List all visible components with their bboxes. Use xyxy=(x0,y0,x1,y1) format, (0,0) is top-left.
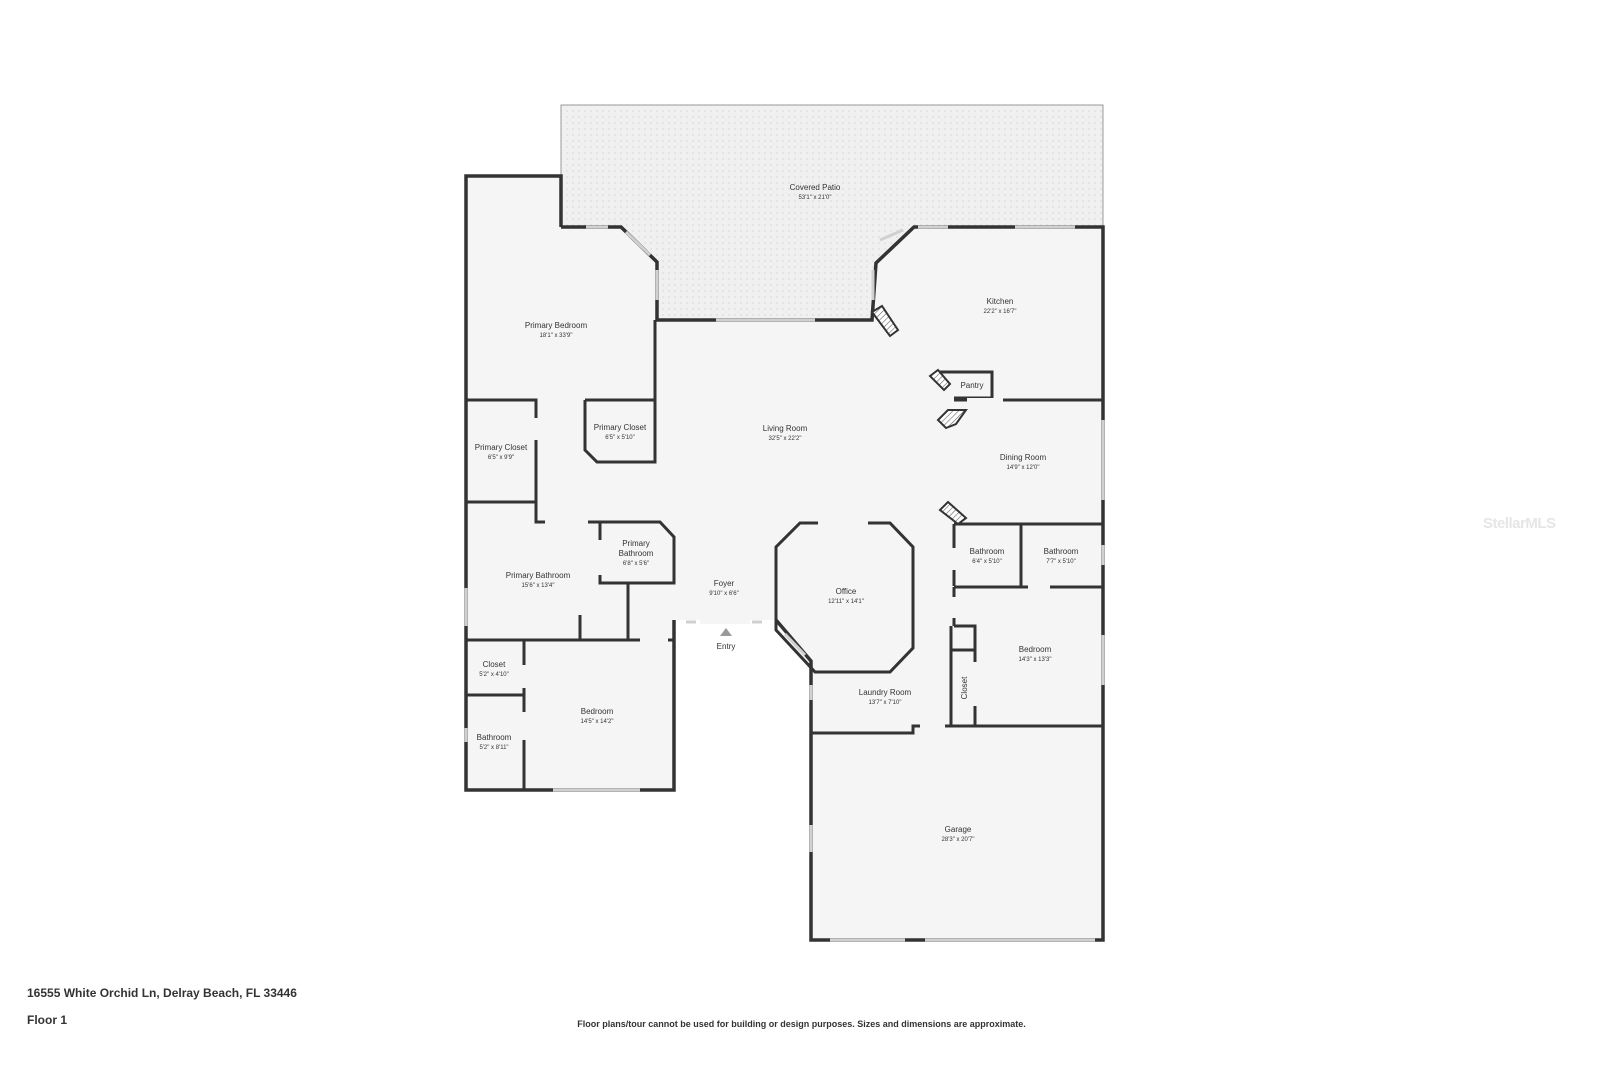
bathroom-left-name: Bathroom xyxy=(477,733,512,742)
room-labels: Covered Patio 53'1" x 21'0" Primary Bedr… xyxy=(475,183,1079,843)
office-dims: 12'11" x 14'1" xyxy=(828,599,864,605)
property-address: 16555 White Orchid Ln, Delray Beach, FL … xyxy=(27,986,297,1000)
disclaimer-line: Floor plans/tour cannot be used for buil… xyxy=(577,1019,1026,1029)
living-room-name: Living Room xyxy=(763,424,808,433)
closet-left-dims: 5'2" x 4'10" xyxy=(479,672,509,678)
office-name: Office xyxy=(836,587,857,596)
foyer-name: Foyer xyxy=(714,579,735,588)
primary-closet-left-name: Primary Closet xyxy=(475,443,528,452)
disclaimer-text: Floor plans/tour cannot be used for buil… xyxy=(0,1019,1600,1029)
bathroom-a-dims: 6'4" x 5'10" xyxy=(972,559,1002,565)
bedroom-right-dims: 14'3" x 13'3" xyxy=(1019,657,1052,663)
house-floor xyxy=(466,176,1103,940)
primary-bedroom-dims: 18'1" x 33'9" xyxy=(540,333,573,339)
kitchen-name: Kitchen xyxy=(987,297,1014,306)
primary-bathroom-small-dims: 6'8" x 5'6" xyxy=(623,561,649,567)
bathroom-b-name: Bathroom xyxy=(1044,547,1079,556)
bathroom-a-name: Bathroom xyxy=(970,547,1005,556)
covered-patio-name: Covered Patio xyxy=(790,183,841,192)
laundry-room-name: Laundry Room xyxy=(859,688,912,697)
entry-arrow-icon xyxy=(720,628,732,636)
bedroom-left-dims: 14'5" x 14'2" xyxy=(581,719,614,725)
covered-patio-dims: 53'1" x 21'0" xyxy=(799,195,832,201)
laundry-room-dims: 13'7" x 7'10" xyxy=(869,700,902,706)
floor-label: Floor 1 xyxy=(27,1013,68,1027)
watermark-logo: StellarMLS xyxy=(1483,515,1556,532)
windows xyxy=(464,225,1105,942)
primary-closet-left-dims: 6'5" x 9'9" xyxy=(488,455,514,461)
closet-right-name: Closet xyxy=(960,676,969,699)
living-room-dims: 32'5" x 22'2" xyxy=(769,436,802,442)
primary-bedroom-name: Primary Bedroom xyxy=(525,321,588,330)
interior-walls xyxy=(466,320,1103,790)
exterior-walls xyxy=(464,174,1105,942)
entry-label: Entry xyxy=(717,642,736,651)
primary-bathroom-name: Primary Bathroom xyxy=(506,571,571,580)
kitchen-dims: 22'2" x 16'7" xyxy=(984,309,1017,315)
bathroom-left-dims: 5'2" x 8'11" xyxy=(479,745,508,751)
structural-columns xyxy=(870,304,968,526)
primary-bathroom-small-name-1: Primary xyxy=(622,539,650,548)
primary-closet-right-dims: 6'5" x 5'10" xyxy=(605,435,635,441)
dining-room-dims: 14'9" x 12'0" xyxy=(1007,465,1040,471)
primary-closet-right-name: Primary Closet xyxy=(594,423,647,432)
primary-bathroom-small-name-2: Bathroom xyxy=(619,549,654,558)
foyer-dims: 9'10" x 6'6" xyxy=(709,591,739,597)
door-openings xyxy=(522,398,1050,740)
bedroom-right-name: Bedroom xyxy=(1019,645,1052,654)
primary-bathroom-dims: 15'6" x 13'4" xyxy=(522,583,555,589)
bathroom-b-dims: 7'7" x 5'10" xyxy=(1046,559,1076,565)
garage-dims: 28'3" x 20'7" xyxy=(942,837,975,843)
pantry-name: Pantry xyxy=(960,381,983,390)
dining-room-name: Dining Room xyxy=(1000,453,1047,462)
closet-left-name: Closet xyxy=(483,660,506,669)
bedroom-left-name: Bedroom xyxy=(581,707,614,716)
garage-name: Garage xyxy=(945,825,972,834)
